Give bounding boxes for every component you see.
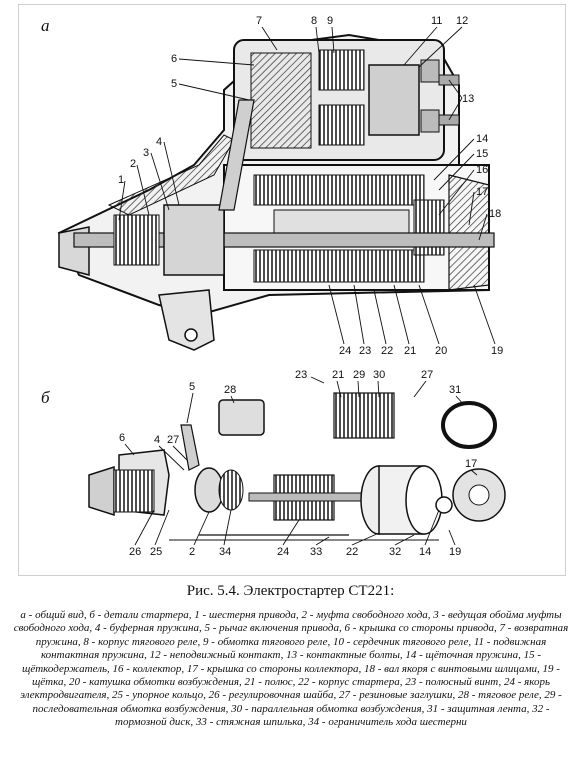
callout: 25 <box>150 546 162 558</box>
callout: 19 <box>449 546 461 558</box>
callout: 18 <box>489 208 501 220</box>
callout: 22 <box>346 546 358 558</box>
callout: 21 <box>404 345 416 357</box>
callout: 5 <box>189 381 195 393</box>
callout: 26 <box>129 546 141 558</box>
callout: 22 <box>381 345 393 357</box>
callout: 17 <box>476 186 488 198</box>
callout: 6 <box>119 432 125 444</box>
starter-drawing: а б <box>41 15 506 558</box>
callout: 6 <box>171 53 177 65</box>
callout: 31 <box>449 384 461 396</box>
callout: 9 <box>327 15 333 27</box>
starter-illustration: а б <box>18 4 566 576</box>
callouts-panel-b: 23 21 29 30 27 5 28 31 6 4 27 17 26 25 2… <box>119 369 478 558</box>
callout: 16 <box>476 164 488 176</box>
callout: 17 <box>465 458 477 470</box>
callout: 24 <box>339 345 351 357</box>
callout: 2 <box>130 158 136 170</box>
callout: 28 <box>224 384 236 396</box>
callouts-panel-a: 7 8 9 11 12 6 5 13 14 15 4 3 16 2 17 1 1… <box>118 15 503 357</box>
callout: 1 <box>118 174 124 186</box>
callout: 8 <box>311 15 317 27</box>
callout: 30 <box>373 369 385 381</box>
callout: 24 <box>277 546 289 558</box>
callout: 20 <box>435 345 447 357</box>
callout: 7 <box>256 15 262 27</box>
callout: 23 <box>359 345 371 357</box>
callout: 21 <box>332 369 344 381</box>
callout: 29 <box>353 369 365 381</box>
callout: 11 <box>431 15 442 27</box>
callout: 14 <box>476 133 488 145</box>
panel-label-b: б <box>41 388 50 407</box>
figure-caption-legend: а - общий вид, б - детали стартера, 1 - … <box>13 609 569 729</box>
callout: 15 <box>476 148 488 160</box>
starter-cutaway <box>57 33 495 351</box>
callout: 13 <box>462 93 474 105</box>
callout: 34 <box>219 546 231 558</box>
callout: 4 <box>154 434 160 446</box>
callout: 33 <box>310 546 322 558</box>
figure-caption-title: Рис. 5.4. Электростартер СТ221: <box>186 583 395 599</box>
callout: 5 <box>171 78 177 90</box>
callout: 3 <box>143 147 149 159</box>
callout: 19 <box>491 345 503 357</box>
callout: 14 <box>419 546 431 558</box>
callout: 12 <box>456 15 468 27</box>
callout: 2 <box>189 546 195 558</box>
callout: 4 <box>156 136 162 148</box>
starter-parts-exploded <box>88 392 506 541</box>
callout: 27 <box>421 369 433 381</box>
callout: 27 <box>167 434 179 446</box>
callout: 23 <box>295 369 307 381</box>
panel-label-a: а <box>41 16 50 35</box>
callout: 32 <box>389 546 401 558</box>
